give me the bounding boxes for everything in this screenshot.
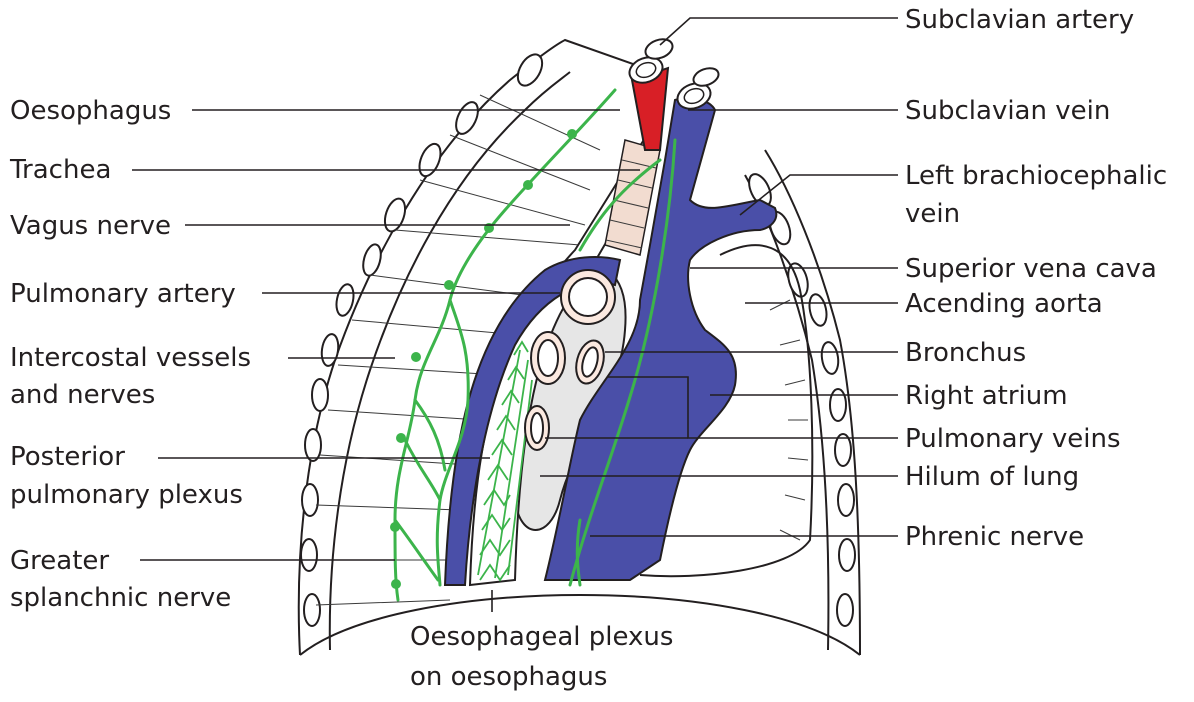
label-oesophagus: Oesophagus: [10, 96, 171, 126]
rib-section: [836, 593, 854, 627]
label-left-brachiocephalic-vein: Left brachiocephalic: [905, 161, 1167, 191]
subclavian-artery: [628, 38, 674, 151]
rib-section: [303, 593, 321, 627]
rib-section: [808, 293, 828, 327]
diaphragm: [299, 594, 861, 656]
rib-section: [418, 142, 442, 178]
phrenic-nerve: [568, 138, 677, 587]
label-greater-splanchnic-nerve-line2: splanchnic nerve: [10, 583, 231, 613]
rib-section: [300, 538, 318, 572]
thoracic-cage: [297, 38, 861, 656]
rib-section: [516, 53, 544, 87]
bronchus: [530, 331, 566, 385]
rib-section: [311, 378, 329, 412]
label-intercostal-vessels: Intercostal vessels: [10, 343, 251, 373]
label-left-brachiocephalic-vein-line2: vein: [905, 199, 960, 229]
leader-lines: [132, 17, 898, 612]
label-pulmonary-veins: Pulmonary veins: [905, 424, 1121, 454]
azygos-vein: [443, 256, 622, 586]
label-acending-aorta: Acending aorta: [905, 289, 1103, 319]
label-right-atrium: Right atrium: [905, 381, 1068, 411]
label-oesophageal-plexus: Oesophageal plexus: [410, 622, 673, 652]
label-phrenic-nerve: Phrenic nerve: [905, 522, 1084, 552]
label-oesophageal-plexus-line2: on oesophagus: [410, 662, 607, 692]
label-posterior-pulmonary-plexus: Posterior: [10, 442, 125, 472]
label-bronchus: Bronchus: [905, 338, 1026, 368]
rib-section: [838, 538, 856, 572]
rib-section: [820, 341, 840, 375]
pulmonary-artery: [560, 269, 616, 325]
label-superior-vena-cava: Superior vena cava: [905, 254, 1157, 284]
label-greater-splanchnic-nerve: Greater: [10, 546, 109, 576]
vagus-nerve: [390, 88, 617, 602]
pulmonary-veins: [524, 339, 605, 451]
rib-section: [335, 283, 355, 317]
rib-section: [834, 433, 852, 467]
label-subclavian-vein: Subclavian vein: [905, 96, 1110, 126]
venous-system: [543, 67, 778, 581]
rib-section: [829, 388, 847, 422]
label-trachea: Trachea: [9, 155, 111, 185]
rib-section: [362, 243, 382, 277]
rib-section: [455, 101, 479, 135]
labels: Subclavian artery Oesophagus Subclavian …: [9, 5, 1167, 692]
label-pulmonary-artery: Pulmonary artery: [10, 279, 236, 309]
rib-section: [837, 483, 855, 517]
label-subclavian-artery: Subclavian artery: [905, 5, 1134, 35]
label-posterior-pulmonary-plexus-line2: pulmonary plexus: [10, 480, 243, 510]
oesophageal-plexus: [477, 340, 533, 582]
rib-section: [383, 197, 407, 233]
label-vagus-nerve: Vagus nerve: [10, 211, 171, 241]
label-hilum-of-lung: Hilum of lung: [905, 462, 1079, 492]
label-intercostal-vessels-line2: and nerves: [10, 380, 155, 410]
rib-section: [304, 428, 322, 462]
rib-section: [320, 333, 340, 367]
rib-section: [301, 483, 319, 517]
left-lung-outline: [639, 244, 814, 578]
